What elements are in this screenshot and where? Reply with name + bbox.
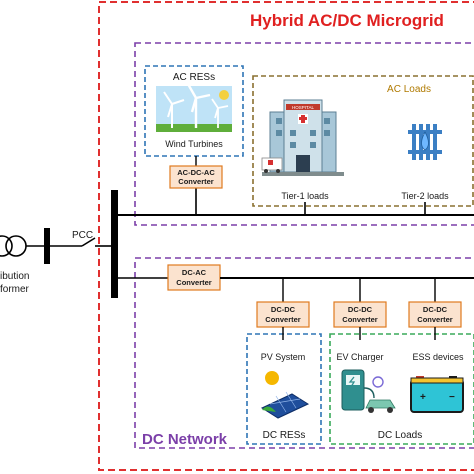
dc-dc-converter-ev xyxy=(333,301,387,328)
battery-icon: + − xyxy=(410,376,464,413)
transformer-label-line1: ibution xyxy=(0,271,29,282)
dc-ac-converter-line2: Converter xyxy=(176,278,212,287)
pcc-switch xyxy=(81,237,96,247)
cooling-unit-icon xyxy=(408,124,442,160)
dc-network-border xyxy=(134,257,474,449)
ac-dc-ac-converter xyxy=(169,165,223,189)
dc-dc-converter-ev-line1: DC-DC xyxy=(348,305,373,314)
ev-charger-label: EV Charger xyxy=(336,352,383,362)
pcc-label: PCC xyxy=(72,230,93,241)
solar-panel-icon xyxy=(260,371,310,419)
pv-system-label: PV System xyxy=(261,352,306,362)
transformer-icon xyxy=(0,235,27,257)
wind-turbines-label: Wind Turbines xyxy=(165,139,223,149)
ac-loads-title: AC Loads xyxy=(387,84,431,95)
dc-dc-converter-ess-line2: Converter xyxy=(417,315,453,324)
ac-dc-ac-converter-line2: Converter xyxy=(178,177,214,186)
dc-res-box xyxy=(246,333,322,445)
grid-breaker xyxy=(44,228,50,264)
tier1-loads-label: Tier-1 loads xyxy=(281,191,329,201)
dc-res-title: DC RESs xyxy=(263,430,306,441)
dc-dc-converter-pv xyxy=(256,301,310,328)
dc-dc-converter-pv-line2: Converter xyxy=(265,315,301,324)
dc-ac-converter-line1: DC-AC xyxy=(182,268,207,277)
svg-text:+: + xyxy=(420,392,426,403)
ac-res-title: AC RESs xyxy=(173,72,215,83)
ess-devices-label: ESS devices xyxy=(412,352,464,362)
ac-dc-ac-converter-line1: AC-DC-AC xyxy=(177,168,215,177)
diagram-title: Hybrid AC/DC Microgrid xyxy=(250,11,444,30)
main-bus-bar xyxy=(111,190,118,298)
dc-dc-converter-ess xyxy=(408,301,462,328)
ac-loads-box xyxy=(252,75,474,207)
tier2-loads-label: Tier-2 loads xyxy=(401,191,449,201)
ev-charger-icon xyxy=(341,369,396,413)
dc-dc-converter-ev-line2: Converter xyxy=(342,315,378,324)
svg-text:−: − xyxy=(449,392,455,403)
ac-res-box xyxy=(144,65,244,157)
ac-network-border xyxy=(134,42,474,226)
hospital-icon: HOSPITAL xyxy=(261,99,344,176)
transformer-label-line2: former xyxy=(0,284,30,295)
dc-network-title: DC Network xyxy=(142,431,228,448)
dc-loads-title: DC Loads xyxy=(378,430,422,441)
hospital-sign: HOSPITAL xyxy=(292,105,314,110)
dc-dc-converter-ess-line1: DC-DC xyxy=(423,305,448,314)
dc-loads-box xyxy=(329,333,474,445)
dc-dc-converter-pv-line1: DC-DC xyxy=(271,305,296,314)
wind-turbines-icon xyxy=(156,83,232,132)
